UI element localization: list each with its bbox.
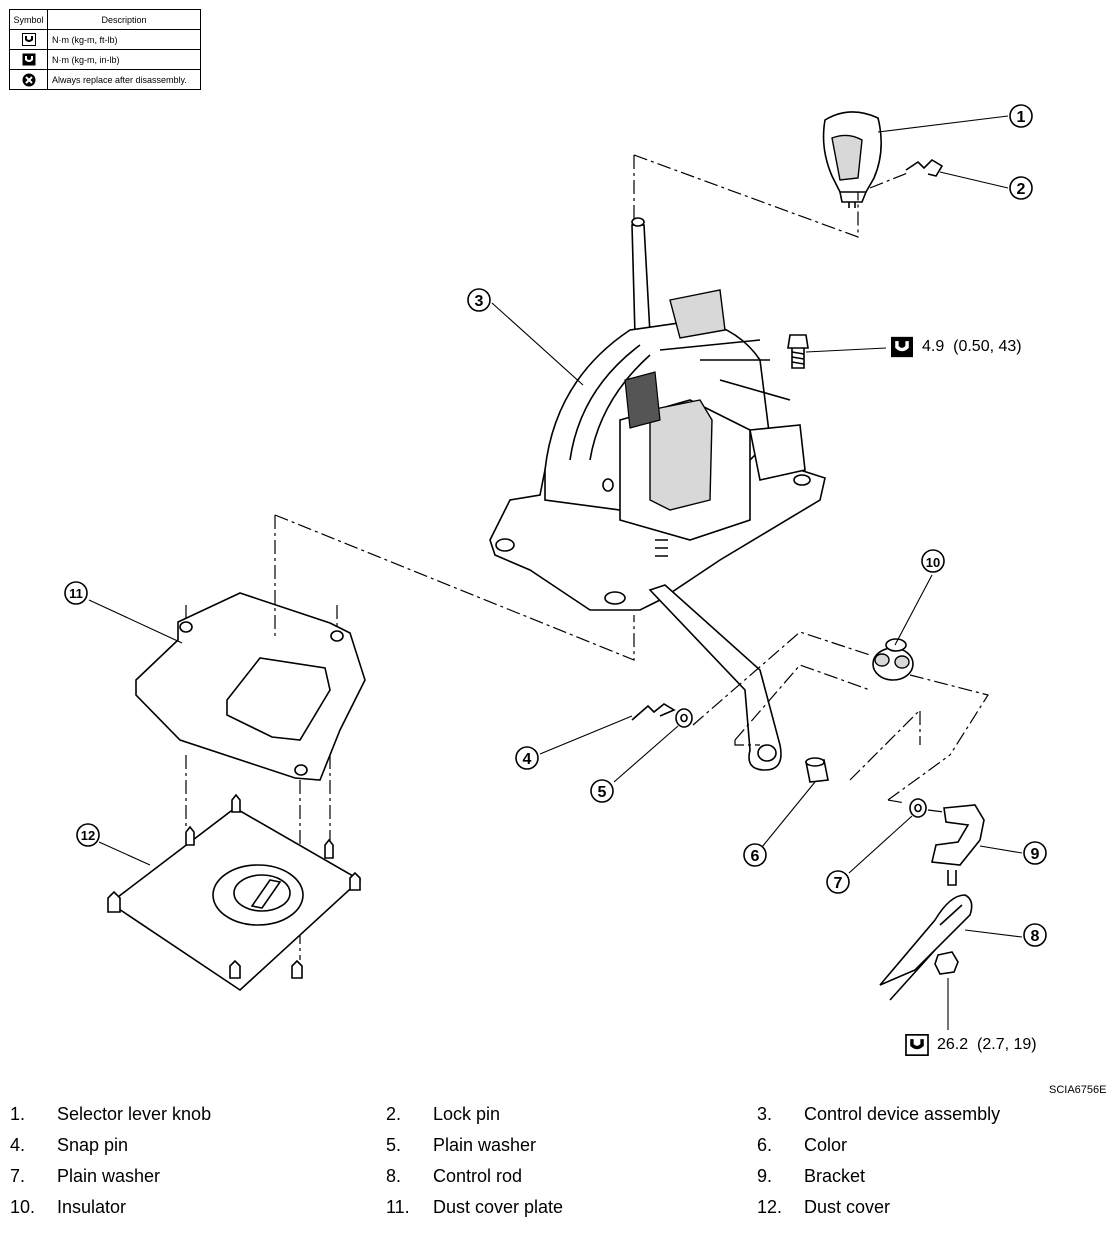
list-item: 9.Bracket (757, 1166, 866, 1186)
list-item: 3.Control device assembly (757, 1104, 1001, 1124)
svg-text:6: 6 (751, 848, 760, 865)
torque-spec-nut: 26.2 (2.7, 19) (905, 1034, 1037, 1056)
torque-wrench-small-icon (891, 336, 913, 358)
callout-8: 8 (1023, 923, 1047, 947)
exploded-view-diagram: .ln { fill:none; stroke:#000; stroke-wid… (64, 104, 1047, 1030)
svg-text:12: 12 (81, 828, 95, 843)
list-item: 2.Lock pin (386, 1104, 501, 1124)
list-item: 10.Insulator (10, 1197, 127, 1217)
callout-7: 7 (826, 870, 850, 894)
control-rod-nut (934, 951, 959, 1030)
list-item: 1.Selector lever knob (10, 1104, 212, 1124)
svg-text:8: 8 (1031, 928, 1040, 945)
callout-12: 12 (76, 823, 100, 847)
torque-wrench-small-icon (22, 53, 35, 66)
list-item: 11.Dust cover plate (386, 1197, 564, 1217)
svg-text:2: 2 (1017, 181, 1026, 198)
callout-3: 3 (467, 288, 491, 312)
svg-text:10: 10 (926, 555, 940, 570)
svg-text:1: 1 (1017, 109, 1026, 126)
control-lever-arm (648, 584, 782, 771)
torque-value: 4.9 (0.50, 43) (922, 338, 1022, 355)
legend-row: Always replace after disassembly. (9, 69, 201, 90)
legend-text: Always replace after disassembly. (47, 69, 201, 90)
list-item: 6.Color (757, 1135, 848, 1155)
callout-2: 2 (1009, 176, 1033, 200)
control-device-assembly (489, 217, 826, 611)
torque-wrench-icon (21, 33, 36, 46)
legend-row: N·m (kg-m, in-lb) (9, 49, 201, 70)
callout-1: 1 (1009, 104, 1033, 128)
control-rod (879, 894, 973, 1001)
selector-lever-knob (822, 111, 882, 208)
dust-cover-plate (135, 592, 366, 781)
list-item: 12.Dust cover (757, 1197, 891, 1217)
svg-text:9: 9 (1031, 846, 1040, 863)
dust-cover (107, 793, 362, 992)
callout-6: 6 (743, 843, 767, 867)
callout-9: 9 (1023, 841, 1047, 865)
list-item: 8.Control rod (386, 1166, 523, 1186)
collar (805, 757, 829, 783)
insulator (872, 638, 914, 681)
torque-spec-bolt: 4.9 (0.50, 43) (890, 336, 1022, 358)
list-item: 7.Plain washer (10, 1166, 161, 1186)
replace-icon (22, 73, 35, 86)
torque-value: 26.2 (2.7, 19) (937, 1036, 1037, 1053)
callout-10: 10 (921, 549, 945, 573)
mounting-bolt (787, 334, 887, 369)
list-item: 5.Plain washer (386, 1135, 537, 1155)
callout-4: 4 (515, 746, 539, 770)
callout-11: 11 (64, 581, 88, 605)
document-id: SCIA6756E (1049, 1084, 1107, 1096)
callout-5: 5 (590, 779, 614, 803)
snap-pin (631, 703, 676, 721)
svg-text:3: 3 (475, 293, 484, 310)
bracket (931, 804, 985, 886)
svg-text:5: 5 (598, 784, 607, 801)
plain-washer-5 (675, 708, 693, 728)
list-item: 4.Snap pin (10, 1135, 129, 1155)
torque-wrench-icon (905, 1034, 929, 1056)
svg-text:11: 11 (69, 586, 83, 601)
svg-text:7: 7 (834, 875, 843, 892)
symbol-legend-table: Symbol Description N·m (kg-m, ft-lb) N·m… (9, 9, 201, 90)
lock-pin (905, 158, 944, 177)
plain-washer-7 (909, 798, 927, 818)
svg-text:4: 4 (523, 751, 532, 768)
